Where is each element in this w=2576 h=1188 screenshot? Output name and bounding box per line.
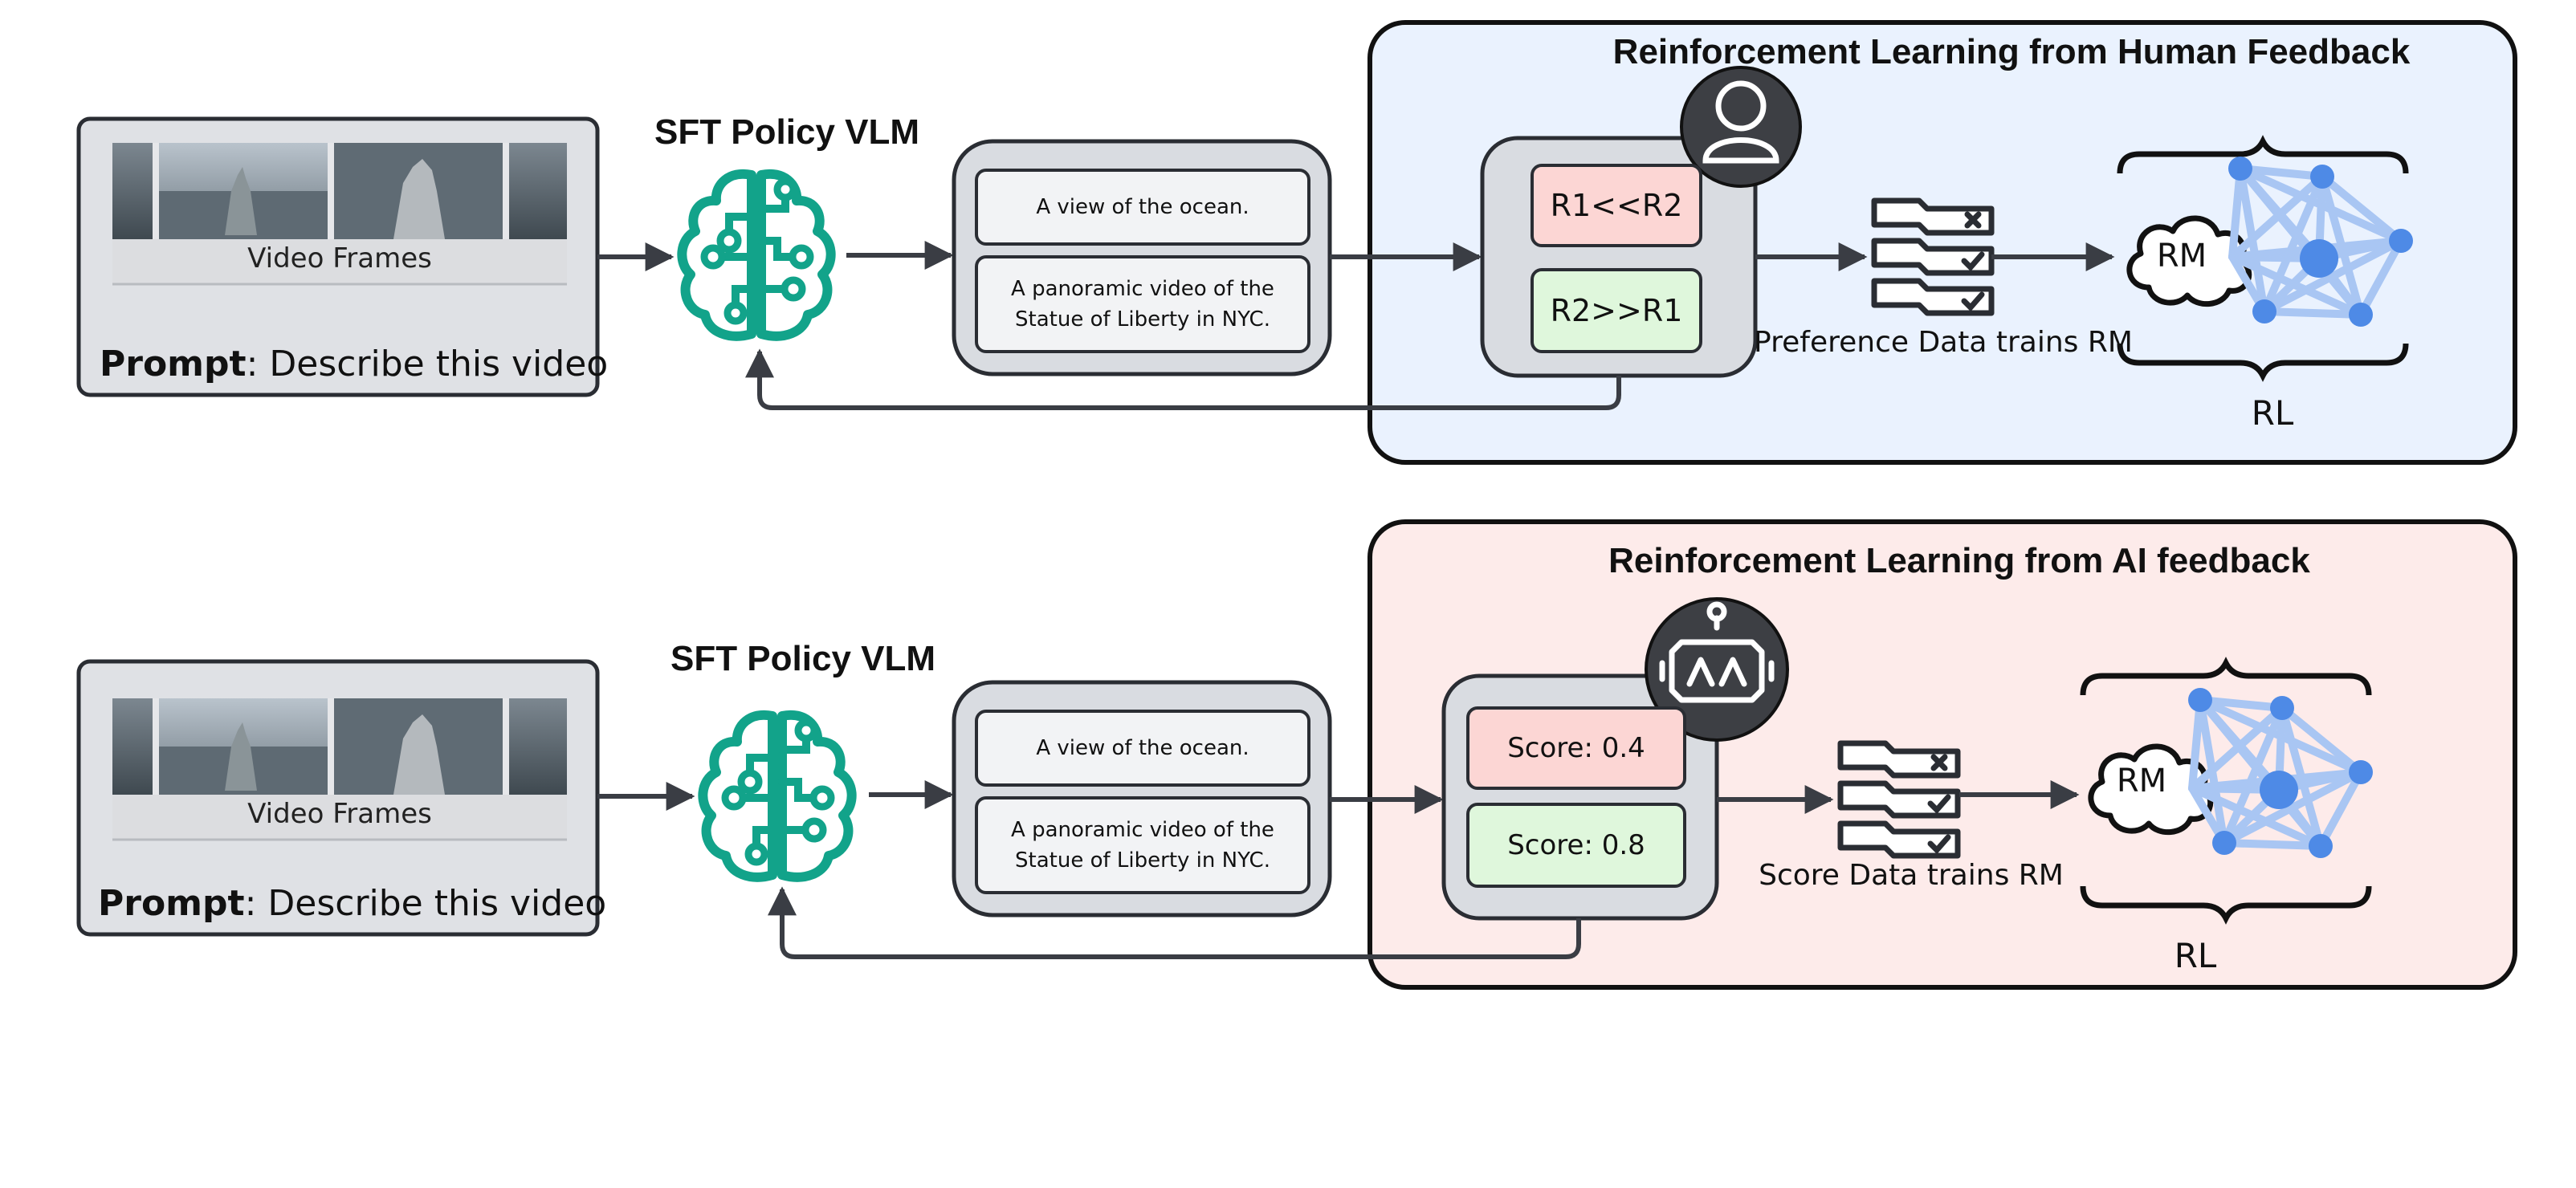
score-data-caption: Score Data trains RM [1759,859,2064,892]
preference-data-icon [1874,201,1991,313]
score-data-icon [1840,743,1958,856]
robot-icon [1645,597,1789,742]
video-frames-label-bottom: Video Frames [247,798,432,830]
rank-1: R1<<R2 [1531,164,1702,247]
score-1: Score: 0.4 [1466,706,1686,790]
response-1-top: A view of the ocean. [975,169,1310,246]
response-2-bottom: A panoramic video of the Statue of Liber… [975,796,1310,894]
response-2-top: A panoramic video of the Statue of Liber… [975,255,1310,353]
feedback-loop-arrow-bottom [768,886,1581,959]
brain-icon [703,715,851,877]
prompt-rest-bottom: : Describe this video [244,883,607,924]
rlaif-title: Reinforcement Learning from AI feedback [1608,541,2310,580]
policy-label-top: SFT Policy VLM [654,112,920,152]
score-2: Score: 0.8 [1466,803,1686,888]
rlhf-title: Reinforcement Learning from Human Feedba… [1612,32,2411,71]
rl-label-bottom: RL [2174,936,2217,975]
prompt-text-bottom: Prompt: Describe this video [98,883,606,924]
brain-icon [682,174,830,336]
rl-label-top: RL [2251,393,2294,433]
policy-label-bottom: SFT Policy VLM [670,639,936,678]
video-frames-label-top: Video Frames [247,242,432,275]
prompt-rest-top: : Describe this video [246,344,609,384]
prompt-text-top: Prompt: Describe this video [100,344,608,384]
response-1-bottom: A view of the ocean. [975,710,1310,787]
prompt-bold-top: Prompt [100,344,247,384]
rm-label-bottom: RM [2116,763,2167,799]
rank-2: R2>>R1 [1531,268,1702,353]
preference-data-caption: Preference Data trains RM [1754,326,2133,359]
rm-label-top: RM [2156,238,2207,275]
feedback-loop-arrow-top [745,348,1621,410]
prompt-bold-bottom: Prompt [98,883,245,924]
